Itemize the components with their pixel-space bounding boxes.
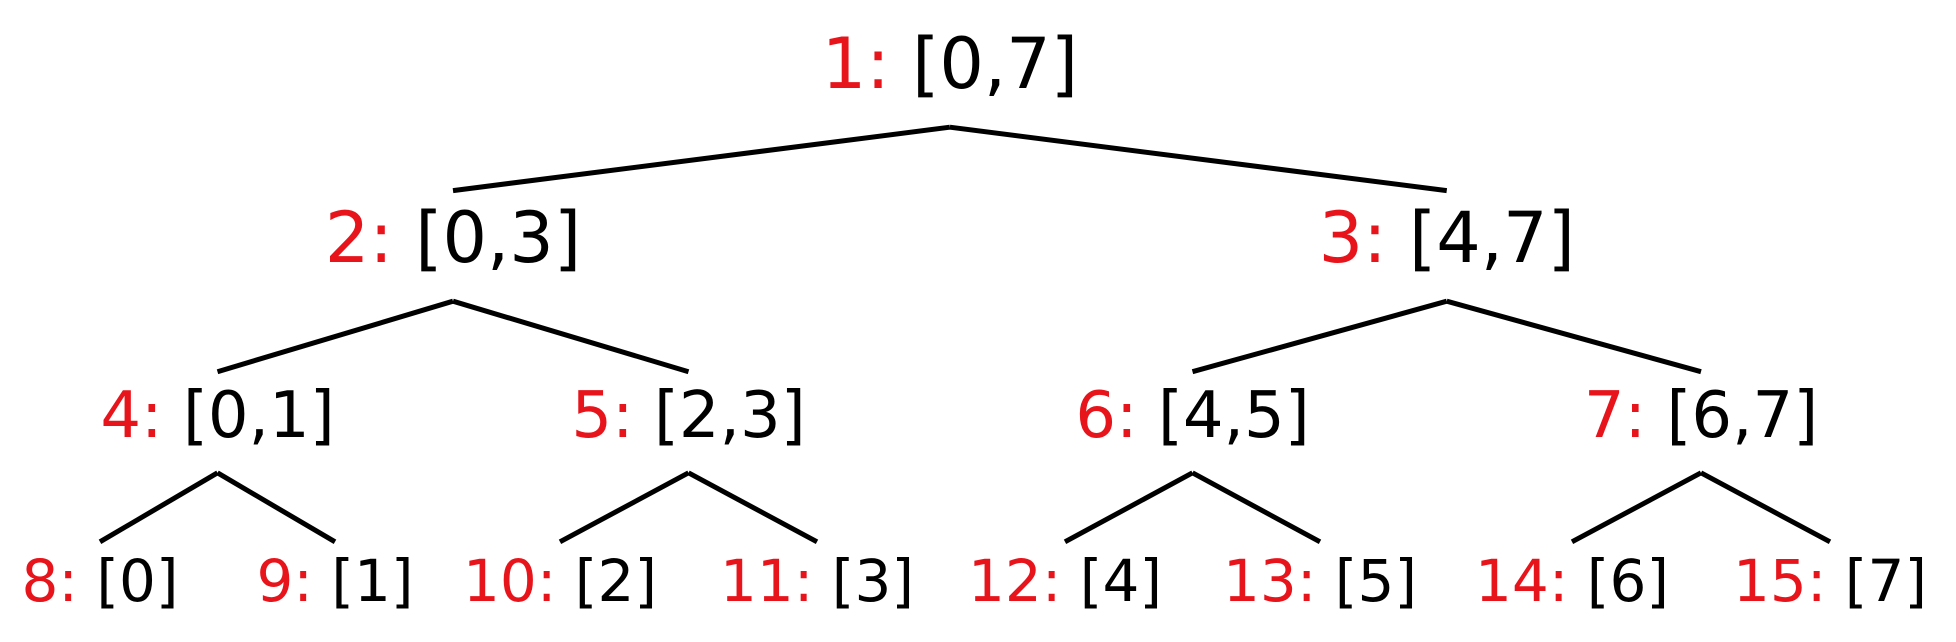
- node-range-label: [4,5]: [1138, 379, 1310, 453]
- node-index-label: 6:: [1075, 379, 1137, 453]
- node-range-label: [3]: [813, 547, 914, 615]
- tree-edge-6-13: [1191, 470, 1322, 545]
- tree-edge-7-15: [1699, 470, 1832, 545]
- tree-edge-4-8: [98, 470, 219, 544]
- node-range-label: [0,3]: [393, 197, 581, 279]
- node-range-label: [7]: [1826, 547, 1927, 615]
- tree-edge-5-11: [687, 470, 819, 545]
- node-index-label: 5:: [571, 379, 633, 453]
- node-index-label: 11:: [720, 547, 813, 615]
- tree-node-2: 2: [0,3]: [325, 197, 581, 279]
- tree-node-7: 7: [6,7]: [1584, 379, 1818, 453]
- node-range-label: [0,7]: [890, 23, 1078, 105]
- tree-edge-3-7: [1446, 298, 1702, 375]
- node-range-label: [4]: [1061, 547, 1162, 615]
- node-range-label: [6,7]: [1646, 379, 1818, 453]
- tree-edge-1-2: [452, 124, 951, 194]
- tree-node-1: 1: [0,7]: [822, 23, 1078, 105]
- node-index-label: 9:: [256, 547, 312, 615]
- node-index-label: 13:: [1223, 547, 1316, 615]
- tree-node-11: 11: [3]: [720, 547, 914, 615]
- node-index-label: 14:: [1475, 547, 1568, 615]
- node-range-label: [4,7]: [1387, 197, 1575, 279]
- node-index-label: 2:: [325, 197, 393, 279]
- node-range-label: [2,3]: [634, 379, 806, 453]
- tree-node-12: 12: [4]: [968, 547, 1162, 615]
- tree-edge-2-4: [216, 298, 454, 375]
- node-range-label: [6]: [1568, 547, 1669, 615]
- node-range-label: [2]: [556, 547, 657, 615]
- tree-node-10: 10: [2]: [463, 547, 657, 615]
- tree-edge-7-14: [1570, 470, 1703, 545]
- node-index-label: 3:: [1319, 197, 1387, 279]
- tree-node-6: 6: [4,5]: [1075, 379, 1309, 453]
- tree-node-3: 3: [4,7]: [1319, 197, 1575, 279]
- node-range-label: [5]: [1316, 547, 1417, 615]
- tree-node-4: 4: [0,1]: [100, 379, 334, 453]
- node-index-label: 15:: [1733, 547, 1826, 615]
- tree-node-14: 14: [6]: [1475, 547, 1669, 615]
- tree-nodes: 1: [0,7] 2: [0,3] 3: [4,7] 4: [0,1] 5: [2,3]…: [21, 23, 1926, 615]
- tree-node-13: 13: [5]: [1223, 547, 1417, 615]
- node-index-label: 10:: [463, 547, 556, 615]
- node-index-label: 7:: [1584, 379, 1646, 453]
- node-range-label: [1]: [313, 547, 414, 615]
- node-index-label: 4:: [100, 379, 162, 453]
- tree-node-9: 9: [1]: [256, 547, 413, 615]
- tree-node-5: 5: [2,3]: [571, 379, 805, 453]
- node-index-label: 1:: [822, 23, 890, 105]
- node-range-label: [0]: [78, 547, 179, 615]
- tree-edge-3-6: [1191, 298, 1448, 375]
- node-index-label: 12:: [968, 547, 1061, 615]
- tree-edge-4-9: [216, 470, 337, 544]
- tree-edge-6-12: [1063, 470, 1194, 545]
- node-range-label: [0,1]: [163, 379, 335, 453]
- tree-edges: [98, 124, 1832, 545]
- tree-node-8: 8: [0]: [21, 547, 178, 615]
- node-index-label: 8:: [21, 547, 77, 615]
- tree-edge-1-3: [949, 124, 1448, 194]
- tree-node-15: 15: [7]: [1733, 547, 1927, 615]
- tree-edge-2-5: [452, 298, 690, 375]
- tree-edge-5-10: [558, 470, 690, 545]
